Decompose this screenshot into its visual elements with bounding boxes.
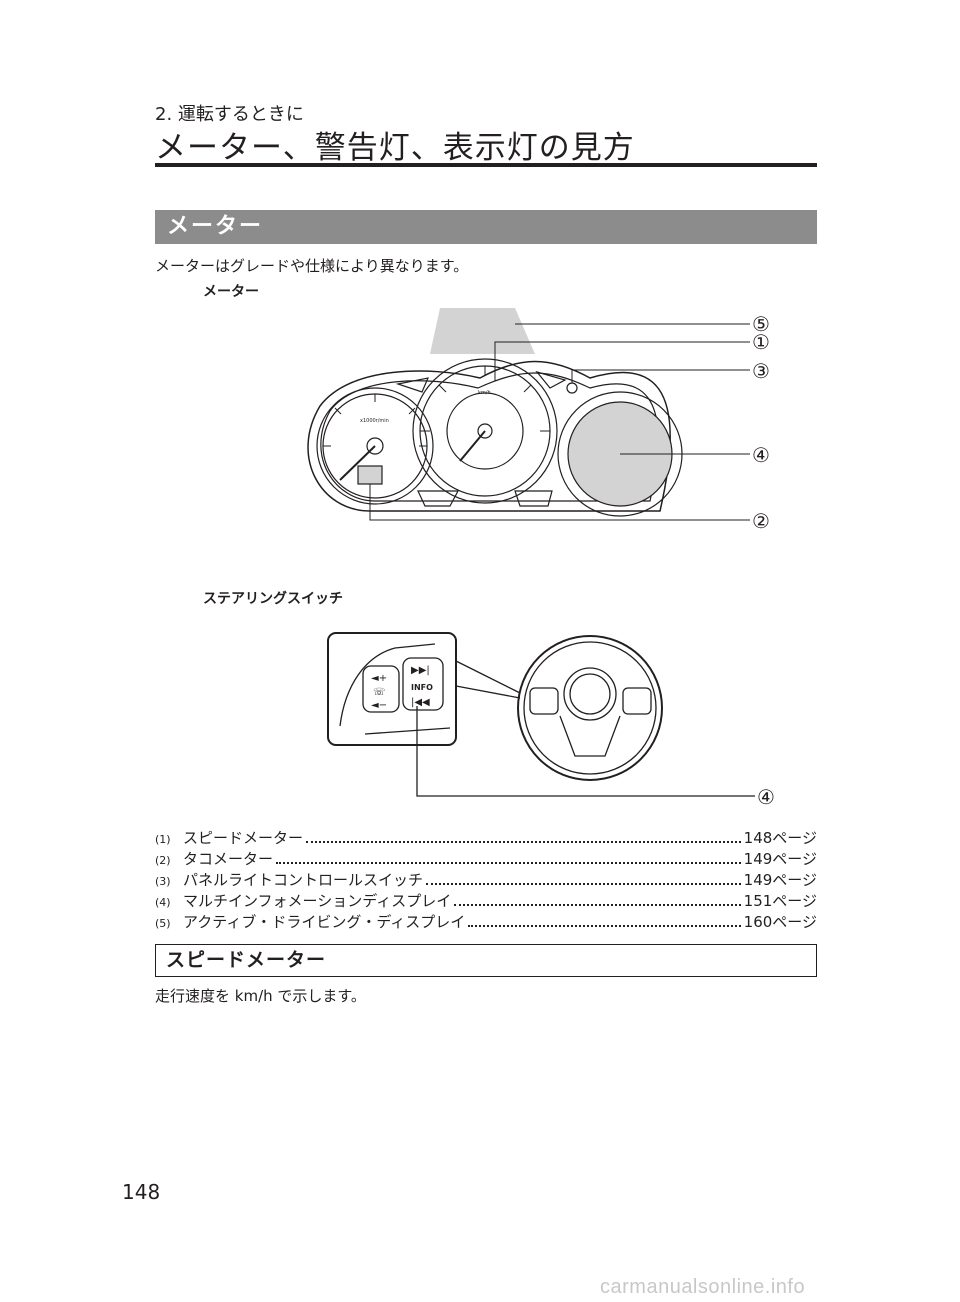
callout-1: ① (752, 330, 770, 354)
cluster-housing (307, 360, 671, 512)
list-item: (5) アクティブ・ドライビング・ディスプレイ 160ページ (155, 911, 817, 932)
list-item-page: 148ページ (743, 829, 817, 847)
steering-hub (563, 667, 617, 721)
list-item-label: スピードメーター (183, 829, 304, 847)
watermark: carmanualsonline.info (600, 1276, 806, 1298)
callout-2: ② (752, 509, 770, 533)
steering-wheel (517, 635, 663, 781)
list-item-page: 149ページ (743, 871, 817, 889)
callout-4: ④ (752, 443, 770, 467)
steering-figure-caption: ステアリングスイッチ (203, 591, 343, 607)
chapter-heading: 2. 運転するときに (155, 104, 304, 125)
dot-leader (276, 862, 741, 864)
section-intro: メーターはグレードや仕様により異なります。 (155, 257, 469, 275)
seek-down-icon: |◀◀ (411, 697, 430, 708)
tacho-unit-label: x1000r/min (360, 418, 389, 424)
list-item: (3) パネルライトコントロールスイッチ 149ページ (155, 869, 817, 890)
list-item-number: (4) (155, 896, 171, 909)
volume-down-icon: ◄− (371, 700, 387, 711)
list-item-number: (5) (155, 917, 171, 930)
list-item-page: 151ページ (743, 892, 817, 910)
tacho-display (357, 465, 383, 485)
dot-leader (454, 904, 741, 906)
active-driving-display (430, 308, 535, 354)
meter-cluster-illustration: x1000r/min km/h ⑤ ① ③ ④ ② (307, 308, 770, 533)
dot-leader (468, 925, 741, 927)
page-number: 148 (122, 1180, 161, 1204)
volume-up-icon: ◄+ (371, 673, 387, 684)
list-item-number: (3) (155, 875, 171, 888)
subsection-title: スピードメーター (155, 944, 817, 977)
section-title: メーター (155, 210, 817, 244)
tachometer-gauge (316, 387, 434, 505)
panel-light-switch (566, 382, 578, 394)
switch-inset-box (327, 632, 457, 746)
list-item-number: (1) (155, 833, 171, 846)
list-item-label: タコメーター (183, 850, 274, 868)
list-item-page: 149ページ (743, 850, 817, 868)
seek-up-icon: ▶▶| (411, 665, 430, 676)
speed-unit-label: km/h (478, 390, 491, 396)
dot-leader (426, 883, 741, 885)
talk-icon: ☏ (373, 687, 386, 698)
dot-leader (306, 841, 741, 843)
list-item-number: (2) (155, 854, 171, 867)
meter-figure-caption: メーター (203, 284, 259, 300)
callout-5: ⑤ (752, 312, 770, 336)
list-item: (1) スピードメーター 148ページ (155, 827, 817, 848)
callout-3: ③ (752, 359, 770, 383)
list-item-page: 160ページ (743, 913, 817, 931)
list-item-label: アクティブ・ドライビング・ディスプレイ (183, 913, 466, 931)
page-title: メーター、警告灯、表示灯の見方 (155, 130, 635, 166)
subsection-text: 走行速度を km/h で示します。 (155, 987, 366, 1005)
title-rule (155, 163, 817, 167)
callout-4-steering: ④ (757, 785, 775, 806)
list-item: (2) タコメーター 149ページ (155, 848, 817, 869)
item-list: (1) スピードメーター 148ページ (2) タコメーター 149ページ (3… (155, 827, 817, 932)
info-switch-label: INFO (411, 683, 433, 692)
list-item: (4) マルチインフォメーションディスプレイ 151ページ (155, 890, 817, 911)
steering-switch-illustration: ◄+ ☏ ◄− ▶▶| INFO |◀◀ ④ (327, 632, 775, 806)
speedometer-gauge (412, 358, 558, 504)
list-item-label: パネルライトコントロールスイッチ (183, 871, 424, 889)
list-item-label: マルチインフォメーションディスプレイ (183, 892, 452, 910)
